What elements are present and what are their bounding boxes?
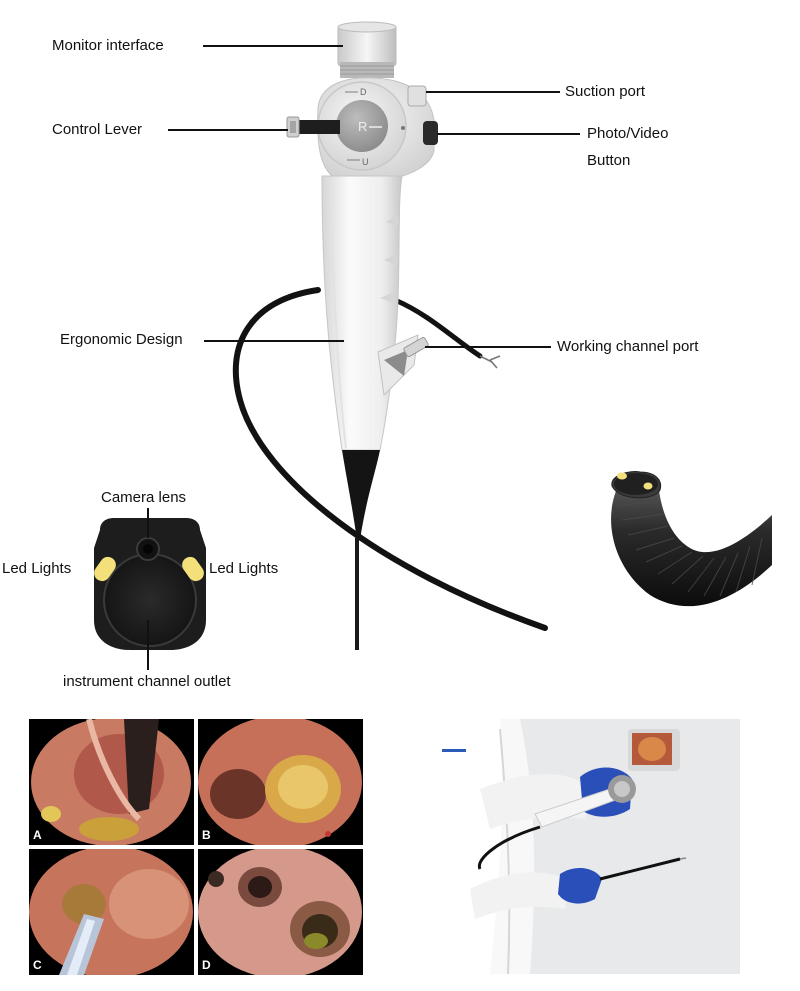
label-photo-video-button-line2: Button (587, 152, 631, 169)
label-camera-lens: Camera lens (101, 489, 187, 506)
insertion-tube (355, 538, 359, 650)
leader-working-channel-port (425, 346, 551, 348)
leader-camera-lens (147, 508, 149, 538)
distal-tip-face (94, 518, 206, 650)
working-channel-port (377, 334, 429, 397)
leader-photo-video-button (437, 133, 580, 135)
label-control-lever: Control Lever (52, 121, 143, 138)
endoscopy-panel-d: D (198, 849, 363, 975)
endoscopy-image-grid: A B C D (29, 719, 363, 975)
label-photo-video-button-line1: Photo/Video (587, 125, 669, 142)
forceps-tip (479, 355, 501, 369)
panel-letter-b: B (202, 828, 211, 842)
monitor-interface-connector (337, 21, 397, 78)
leader-control-lever (168, 129, 288, 131)
label-ergonomic-design: Ergonomic Design (60, 331, 183, 348)
insertion-cable (232, 287, 548, 631)
leader-instrument-channel-outlet (147, 620, 149, 670)
panel-letter-d: D (202, 958, 211, 972)
leader-ergonomic-design (204, 340, 344, 342)
control-head: R D U (317, 77, 435, 179)
dial-mark-r: R (358, 119, 367, 134)
endoscopy-panel-b: B (198, 719, 363, 845)
label-suction-port: Suction port (565, 83, 646, 100)
label-monitor-interface: Monitor interface (52, 37, 164, 54)
handle-body (321, 175, 403, 451)
suction-port-valve (407, 85, 427, 107)
usage-photo (380, 719, 740, 974)
control-lever (286, 116, 340, 138)
strain-relief (342, 450, 380, 540)
label-instrument-channel-outlet: instrument channel outlet (63, 673, 231, 690)
dial-mark-u: U (362, 157, 369, 167)
endoscopy-panel-a: A (29, 719, 194, 845)
leader-monitor-interface (203, 45, 343, 47)
leader-suction-port (426, 91, 560, 93)
dial-mark-d: D (360, 87, 367, 97)
photo-video-button-shape (423, 121, 438, 145)
accessory-cable (392, 297, 483, 359)
panel-letter-c: C (33, 958, 42, 972)
label-working-channel-port: Working channel port (557, 338, 699, 355)
label-led-lights-left: Led Lights (2, 560, 72, 577)
label-led-lights-right: Led Lights (209, 560, 279, 577)
panel-letter-a: A (33, 828, 42, 842)
bending-tip-illustration (611, 471, 772, 607)
endoscopy-panel-c: C (29, 849, 194, 975)
